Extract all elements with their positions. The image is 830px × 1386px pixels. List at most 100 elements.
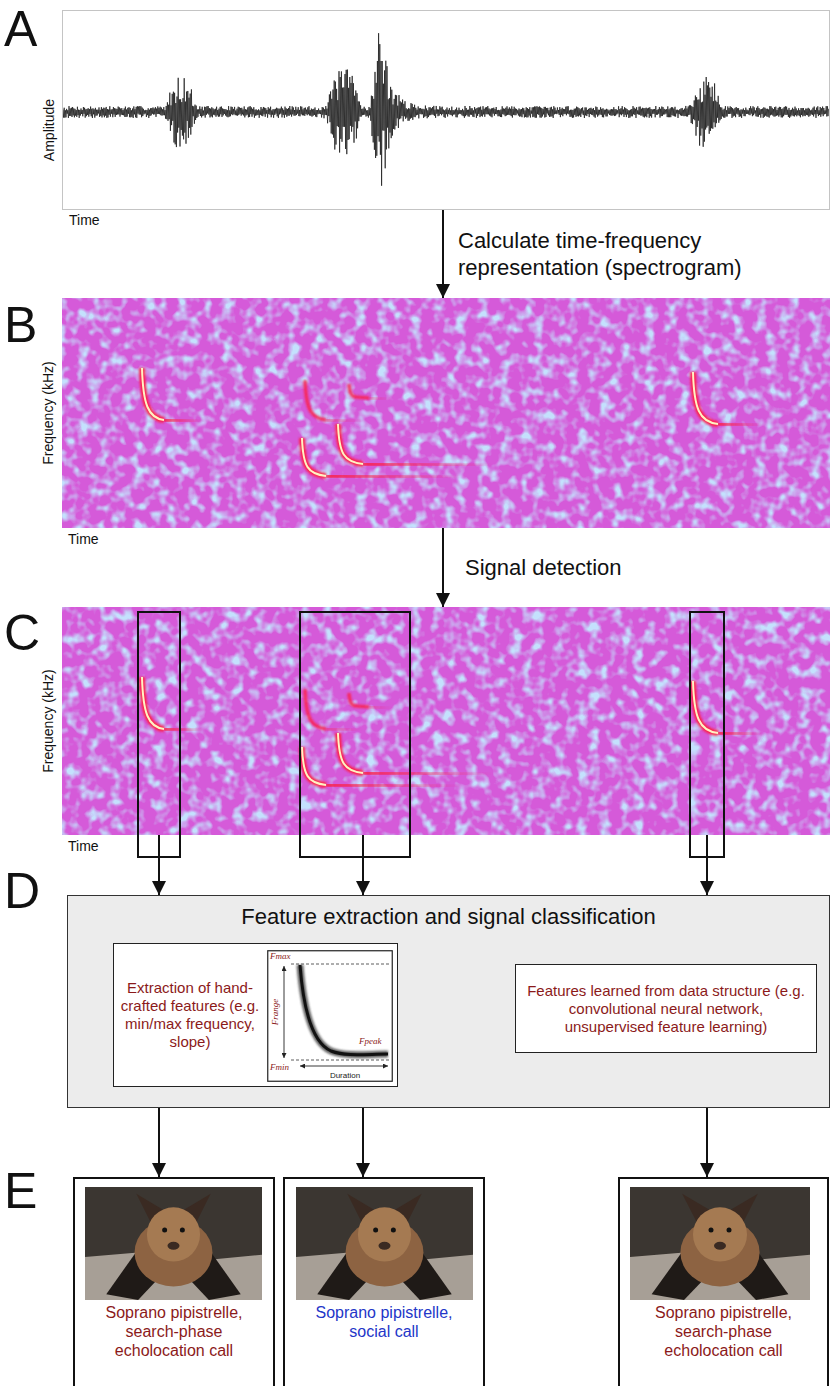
drawing-part xyxy=(391,1227,396,1232)
drawing-part xyxy=(338,424,363,464)
axis-label: Frequency (kHz) xyxy=(40,669,56,772)
drawing-part xyxy=(363,773,492,774)
drawing-part xyxy=(62,298,830,528)
drawing-part xyxy=(284,966,285,1058)
drawing-part xyxy=(164,420,202,421)
waveform-panel: AmplitudeTime xyxy=(62,10,830,210)
drawing-part xyxy=(180,1227,185,1232)
drawing-part xyxy=(709,1227,714,1232)
species-caption: Soprano pipistrelle, search-phase echolo… xyxy=(620,1303,827,1361)
drawing-part xyxy=(338,733,363,773)
result-box: Soprano pipistrelle, search-phase echolo… xyxy=(73,1177,275,1386)
drawing-part xyxy=(349,693,369,707)
flow-arrow xyxy=(706,835,708,895)
panel-letter: A xyxy=(4,4,37,54)
drawing-part xyxy=(300,965,388,1055)
drawing-part xyxy=(147,1207,200,1261)
step-label: Signal detection xyxy=(465,554,765,582)
axis-label: Time xyxy=(68,531,99,547)
flow-arrow xyxy=(706,1108,708,1177)
spectrogram-image xyxy=(62,298,830,528)
drawing-part xyxy=(302,438,326,476)
method-text: Extraction of hand-crafted features (e.g… xyxy=(120,979,260,1051)
drawing-part xyxy=(363,464,492,465)
panel-letter: C xyxy=(4,608,40,658)
species-caption: Soprano pipistrelle, search-phase echolo… xyxy=(75,1303,273,1361)
drawing-part xyxy=(296,1187,473,1300)
drawing-part xyxy=(338,733,363,773)
drawing-part xyxy=(714,1242,726,1250)
axis-label: Time xyxy=(68,838,99,854)
axis-label: Amplitude xyxy=(41,99,57,161)
drawing-part xyxy=(326,785,462,786)
process-box: Feature extraction and signal classifica… xyxy=(67,895,830,1108)
flow-arrow xyxy=(442,210,444,298)
spectrogram-panel: Frequency (kHz)Time xyxy=(62,607,830,835)
drawing-part xyxy=(358,1207,411,1261)
flow-arrow xyxy=(158,1108,160,1177)
drawing-part xyxy=(326,729,362,730)
drawing-part xyxy=(338,424,363,464)
waveform-trace xyxy=(63,33,829,186)
drawing-part xyxy=(302,747,326,785)
drawing-part xyxy=(268,951,393,1082)
detection-box xyxy=(690,612,724,857)
drawing-part xyxy=(693,681,718,733)
detection-box xyxy=(300,612,410,857)
drawing-part xyxy=(291,964,389,965)
axis-label: Frequency (kHz) xyxy=(40,361,56,464)
drawing-part xyxy=(85,1187,262,1300)
drawing-part xyxy=(300,1066,388,1067)
method-text: Features learned from data structure (e.… xyxy=(526,982,806,1036)
feature-label: Fmin xyxy=(270,1062,289,1073)
drawing-part xyxy=(727,1227,732,1232)
bat-photo xyxy=(296,1187,473,1300)
drawing-part xyxy=(373,1227,378,1232)
drawing-part xyxy=(369,707,392,708)
drawing-part xyxy=(326,420,362,421)
panel-letter: E xyxy=(4,1166,37,1216)
drawing-part xyxy=(142,677,164,729)
drawing-part xyxy=(142,677,164,729)
drawing-part xyxy=(142,368,164,420)
panel-letter: D xyxy=(4,866,40,916)
drawing-part xyxy=(164,729,202,730)
detection-box xyxy=(138,612,180,857)
drawing-part xyxy=(300,965,388,1055)
panel-letter: B xyxy=(4,300,37,350)
spectrogram-panel: Frequency (kHz)Time xyxy=(62,298,830,528)
flow-arrow xyxy=(442,528,444,607)
drawing-part xyxy=(305,380,326,420)
drawing-part xyxy=(162,1227,167,1232)
drawing-part xyxy=(305,689,326,729)
drawing-part xyxy=(302,747,326,785)
flow-arrow xyxy=(158,835,160,895)
drawing-part xyxy=(291,1060,389,1061)
feature-label: Duration xyxy=(330,1070,360,1081)
drawing-part xyxy=(718,424,762,425)
drawing-part xyxy=(630,1187,810,1300)
bat-photo xyxy=(85,1187,262,1300)
axis-label: Time xyxy=(69,212,100,228)
drawing-part xyxy=(693,372,718,424)
drawing-part xyxy=(62,607,830,835)
feature-label: Frange xyxy=(270,999,281,1026)
drawing-part xyxy=(369,398,392,399)
drawing-part xyxy=(379,1242,391,1250)
box-heading: Feature extraction and signal classifica… xyxy=(68,904,829,930)
flow-arrow xyxy=(362,835,364,895)
drawing-part xyxy=(302,438,326,476)
drawing-part xyxy=(62,298,830,528)
drawing-part xyxy=(693,1207,747,1261)
drawing-part xyxy=(62,607,830,835)
drawing-part xyxy=(693,681,718,733)
drawing-part xyxy=(326,476,462,477)
result-box: Soprano pipistrelle, search-phase echolo… xyxy=(618,1177,829,1386)
spectrogram-image xyxy=(62,607,830,835)
step-label: Calculate time-frequency representation … xyxy=(458,227,798,282)
method-box: Extraction of hand-crafted features (e.g… xyxy=(113,943,398,1087)
feature-label: Fmax xyxy=(270,951,291,962)
drawing-part xyxy=(168,1242,180,1250)
method-box: Features learned from data structure (e.… xyxy=(515,964,817,1053)
drawing-part xyxy=(693,372,718,424)
